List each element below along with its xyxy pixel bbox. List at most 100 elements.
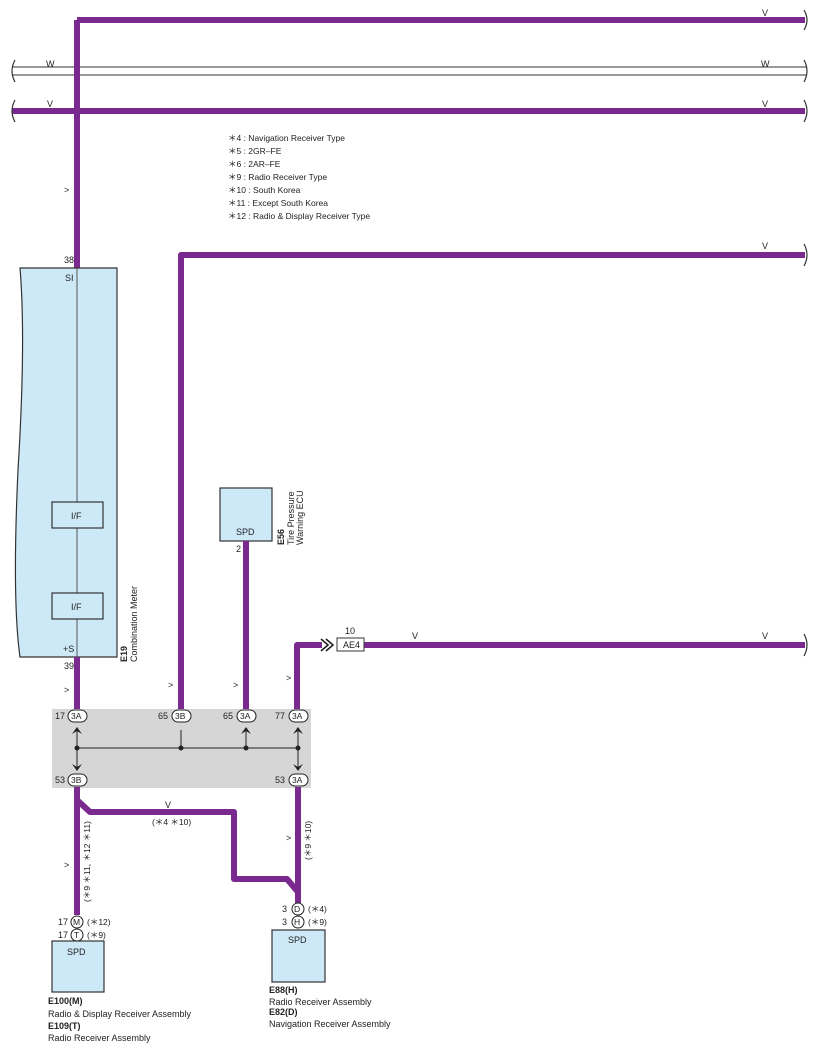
wire-label-v: V	[165, 800, 171, 810]
condition-notes: ＊4 : Navigation Receiver Type ＊5 : 2GR–F…	[228, 133, 370, 221]
branch-condition: (＊4 ＊10)	[152, 817, 191, 827]
junction-connector	[171, 709, 192, 723]
junction-pin: 17	[55, 711, 65, 721]
tire-pressure-ecu: SPD 2 E56 Tire Pressure Warning ECU	[219, 487, 305, 554]
wire-break-mark	[803, 633, 808, 657]
receiver-connector-label: H	[294, 917, 300, 927]
receiver-terminal: SPD	[288, 935, 307, 945]
ae4-connector-box	[336, 637, 365, 652]
junction-dot	[74, 745, 80, 751]
note-item: ＊12 : Radio & Display Receiver Type	[228, 211, 370, 221]
chevron-up-icon	[293, 727, 303, 734]
receiver-name: Navigation Receiver Assembly	[269, 1019, 391, 1029]
wire-v-third	[178, 252, 805, 710]
receiver-terminal: SPD	[67, 947, 86, 957]
receiver-code: E82(D)	[269, 1007, 298, 1017]
junction-connector	[67, 773, 88, 787]
junction-pin: 65	[223, 711, 233, 721]
wire-label-v: V	[762, 241, 768, 251]
tpms-pin: 2	[236, 544, 241, 554]
connector-arrow-icon	[320, 638, 335, 652]
wire-arrow: >	[233, 680, 238, 690]
receiver-connector	[70, 915, 84, 929]
tpms-name-line2: Warning ECU	[295, 490, 305, 545]
chevron-down-icon	[72, 764, 82, 771]
wire-label-v: V	[762, 631, 768, 641]
meter-pin-bottom: 39	[64, 661, 74, 671]
junction-block: 3A 17 3B 65 3A 65 3A 77 3B 53 3A 53	[52, 709, 311, 788]
wire-mid-branch	[74, 797, 301, 894]
receiver-code: E109(T)	[48, 1021, 81, 1031]
wire-break-mark	[803, 99, 808, 123]
receiver-pin: 3	[282, 904, 287, 914]
junction-connector-label: 3A	[240, 711, 251, 721]
wire-label-w: W	[46, 59, 55, 69]
wire-label-v: V	[47, 99, 53, 109]
receiver-connector	[291, 902, 305, 916]
receiver-pin: 3	[282, 917, 287, 927]
receiver-right: D 3 (＊4) H 3 (＊9) SPD E88(H) Radio Recei…	[269, 902, 391, 1029]
receiver-name: Radio Receiver Assembly	[269, 997, 372, 1007]
receiver-condition: (＊9)	[308, 917, 327, 927]
junction-connector	[288, 773, 309, 787]
note-item: ＊4 : Navigation Receiver Type	[228, 133, 345, 143]
wire-arrow: >	[64, 185, 69, 195]
combination-meter: 38 SI I/F I/F +S 39 E19 Combination Mete…	[14, 255, 139, 671]
tpms-name-line1: Tire Pressure	[286, 491, 296, 545]
top-wires: V W W V V	[11, 8, 808, 123]
note-item: ＊6 : 2AR–FE	[228, 159, 281, 169]
wire-arrow: >	[64, 685, 69, 695]
junction-connector	[67, 709, 88, 723]
note-item: ＊11 : Except South Korea	[228, 198, 328, 208]
receiver-pin: 17	[58, 930, 68, 940]
wire-arrow: >	[286, 673, 291, 683]
wire-break-mark	[11, 99, 16, 123]
junction-connector-label: 3B	[71, 775, 82, 785]
meter-pin-top: 38	[64, 255, 74, 265]
receiver-name: Radio & Display Receiver Assembly	[48, 1009, 192, 1019]
wire-arrow: >	[286, 833, 291, 843]
junction-connector	[288, 709, 309, 723]
wire-arrow: >	[168, 680, 173, 690]
junction-dot	[243, 745, 249, 751]
receiver-condition: (＊9)	[87, 930, 106, 940]
receiver-code: E88(H)	[269, 985, 298, 995]
meter-interface-label: I/F	[71, 602, 82, 612]
junction-pin: 53	[55, 775, 65, 785]
junction-connector-label: 3B	[175, 711, 186, 721]
tpms-code: E56	[276, 529, 286, 545]
wire-label-v: V	[762, 99, 768, 109]
meter-interface-box	[51, 592, 104, 620]
note-item: ＊10 : South Korea	[228, 185, 301, 195]
receiver-connector-label: M	[73, 917, 80, 927]
branch-condition: (＊9 ＊11, ＊12 ＊11)	[82, 821, 92, 902]
junction-dot	[295, 745, 301, 751]
receiver-pin: 17	[58, 917, 68, 927]
ae4-label: AE4	[343, 640, 360, 650]
receiver-connector	[291, 915, 305, 929]
wire-break-mark	[803, 243, 808, 267]
junction-pin: 77	[275, 711, 285, 721]
junction-connector-label: 3A	[292, 711, 303, 721]
meter-interface-label: I/F	[71, 511, 82, 521]
junction-dot	[178, 745, 184, 751]
wire-label-v: V	[412, 631, 418, 641]
receiver-connector-label: T	[74, 930, 79, 940]
junction-pin: 53	[275, 775, 285, 785]
meter-code: E19	[119, 646, 129, 662]
wire-break-mark	[803, 9, 808, 31]
wire-arrow: >	[64, 860, 69, 870]
meter-body	[14, 267, 118, 658]
tpms-terminal: SPD	[236, 527, 255, 537]
note-item: ＊9 : Radio Receiver Type	[228, 172, 327, 182]
note-item: ＊5 : 2GR–FE	[228, 146, 282, 156]
wire-break-mark	[803, 59, 808, 83]
receiver-code: E100(M)	[48, 996, 83, 1006]
chevron-up-icon	[72, 727, 82, 734]
wire-label-w: W	[761, 59, 770, 69]
receiver-left: M 17 (＊12) T 17 (＊9) SPD E100(M) Radio &…	[48, 915, 192, 1043]
wire-label-v: V	[762, 8, 768, 18]
receiver-condition: (＊4)	[308, 904, 327, 914]
receiver-body	[51, 940, 105, 993]
